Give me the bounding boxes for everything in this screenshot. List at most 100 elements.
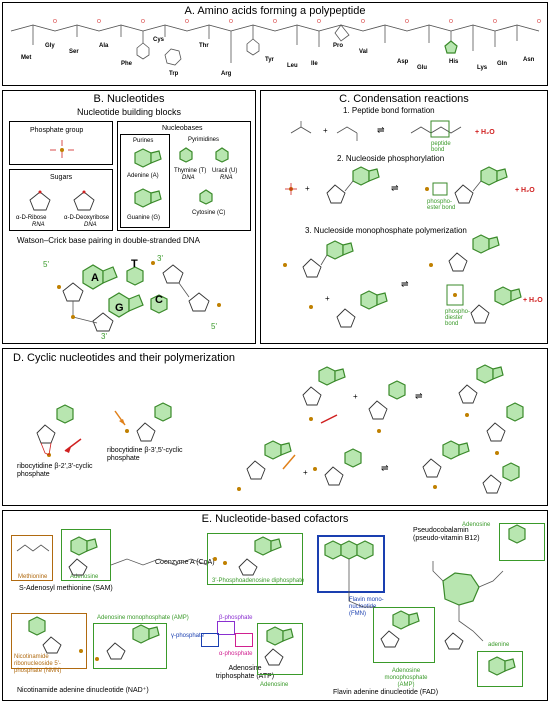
svg-text:O: O [493,19,497,25]
pyrimidine-icons [179,147,229,205]
svg-text:O: O [185,19,189,25]
res-arg: Arg [221,71,232,77]
pap-label: 3'-Phosphoadenosine diphosphate [212,578,305,584]
phosphoester-label: phospho-ester bond [427,199,456,211]
svg-text:O: O [317,19,321,25]
nucleobases-label: Nucleobases [162,125,203,132]
guanine-label: Guanine (G) [127,215,161,221]
phosphorylation-reaction: + ⇌ [285,166,508,204]
res-gly: Gly [45,43,55,49]
res-tyr: Tyr [265,57,274,63]
uracil-label: Uracil (U) [212,168,238,174]
panel-b-subtitle: Nucleotide building blocks [76,107,182,117]
panel-c: C. Condensation reactions 1. Peptide bon… [260,90,548,344]
res-lys: Lys [477,65,488,71]
res-glu: Glu [417,65,427,71]
step1-label: 1. Peptide bond formation [343,106,435,115]
alpha-label: α-phosphate [219,651,253,657]
adenine-box-b12: adenine [477,642,523,687]
nucleobases-box: Nucleobases Purines Adenine (A) Guanine … [117,121,251,231]
purine-icons [134,148,162,208]
panel-a: A. Amino acids forming a polypeptide [2,2,548,86]
methionine-box: Methionine [11,535,53,581]
cytosine-label: Cytosine (C) [192,210,226,216]
base-t: T [131,258,138,270]
base-g: G [115,302,124,314]
purines-box: Purines Adenine (A) Guanine (G) [120,134,170,228]
res-ile: Ile [311,61,318,67]
base-c: C [155,294,163,306]
nmn-box: Nicotinamide ribonucleoside 5'-phosphate… [11,613,87,674]
res-met: Met [21,55,32,61]
step3-label: 3. Nucleoside monophosphate polymerizati… [305,226,467,235]
b12-label: Pseudocobalamin (pseudo-vitamin B12) [413,527,480,543]
panel-e: E. Nucleotide-based cofactors Methionine… [2,510,548,701]
svg-text:⇌: ⇌ [391,183,399,193]
methionine-label: Methionine [18,574,48,580]
svg-text:O: O [141,19,145,25]
water-1: + H₂O [475,129,495,136]
beta-label: β-phosphate [219,615,253,621]
beta-box [217,621,235,635]
svg-text:O: O [537,19,541,25]
nad-label: Nicotinamide adenine dinucleotide (NAD⁺) [17,687,149,694]
cyc2-label: ribocytidine β-3',5'-cyclic phosphate [107,447,183,463]
svg-text:O: O [273,19,277,25]
adenosine-box-b12: Adenosine [462,522,545,561]
water-3: + H₂O [523,297,543,304]
deoxyribose-sub: DNA [84,222,97,228]
res-ser: Ser [69,49,79,55]
sugars-box: Sugars α-D-Ribose RNA α-D-Deoxyribose DN… [9,169,113,231]
res-phe: Phe [121,61,133,67]
phosphate-label: Phosphate group [30,127,84,134]
amp-box-nad [93,623,167,669]
amp-label-nad: Adenosine monophosphate (AMP) [97,615,189,621]
coa-label: Coenzyme A (CoA) [155,559,215,566]
adenosine-label-sam: Adenosine [70,574,99,580]
atp-label: Adenosine triphosphate (ATP) [215,665,275,681]
panel-d: D. Cyclic nucleotides and their polymeri… [2,348,548,506]
sugar-icons [29,190,95,211]
res-cys: Cys [153,37,165,43]
gamma-box [201,633,219,647]
cyclic-nucleotides: + ⇌ + ⇌ [36,364,524,494]
res-asn: Asn [523,57,535,63]
panel-b: B. Nucleotides Nucleotide building block… [2,90,256,344]
res-trp: Trp [169,71,179,77]
phosphate-box: Phosphate group [9,121,113,165]
cyc1-label: ribocytidine β-2',3'-cyclic phosphate [17,463,93,479]
res-gln: Gln [497,61,507,67]
svg-text:O: O [361,19,365,25]
svg-text:+: + [305,184,310,193]
polymerization-reaction: + ⇌ [283,234,522,328]
water-2: + H₂O [515,187,535,194]
sam-label: S-Adenosyl methionine (SAM) [19,585,113,592]
ribose-label: α-D-Ribose [16,215,47,221]
alpha-box [235,633,253,647]
svg-text:O: O [449,19,453,25]
svg-text:⇌: ⇌ [381,463,389,473]
svg-text:+: + [325,294,330,303]
svg-text:⇌: ⇌ [401,279,409,289]
panel-a-title: A. Amino acids forming a polypeptide [184,5,366,17]
res-val: Val [359,49,368,55]
panel-c-title: C. Condensation reactions [339,93,469,105]
adenine-label: Adenine (A) [127,173,159,179]
thymine-sub: DNA [182,175,195,181]
thymine-label: Thymine (T) [174,168,207,174]
res-asp: Asp [397,59,409,65]
pyrimidines-label: Pyrimidines [188,137,220,143]
adenine-label-b12: adenine [488,642,510,648]
amp-box-fad: Adenosine monophosphate (AMP) [373,607,435,688]
adenosine-box-atp: Adenosine [257,623,303,688]
svg-text:+: + [323,126,328,135]
pap-box: 3'-Phosphoadenosine diphosphate [207,533,305,585]
five-prime-2: 5' [211,322,217,331]
res-leu: Leu [287,63,298,69]
res-his: His [449,59,459,65]
svg-text:O: O [97,19,101,25]
res-ala: Ala [99,43,109,49]
panel-b-title: B. Nucleotides [93,93,165,105]
